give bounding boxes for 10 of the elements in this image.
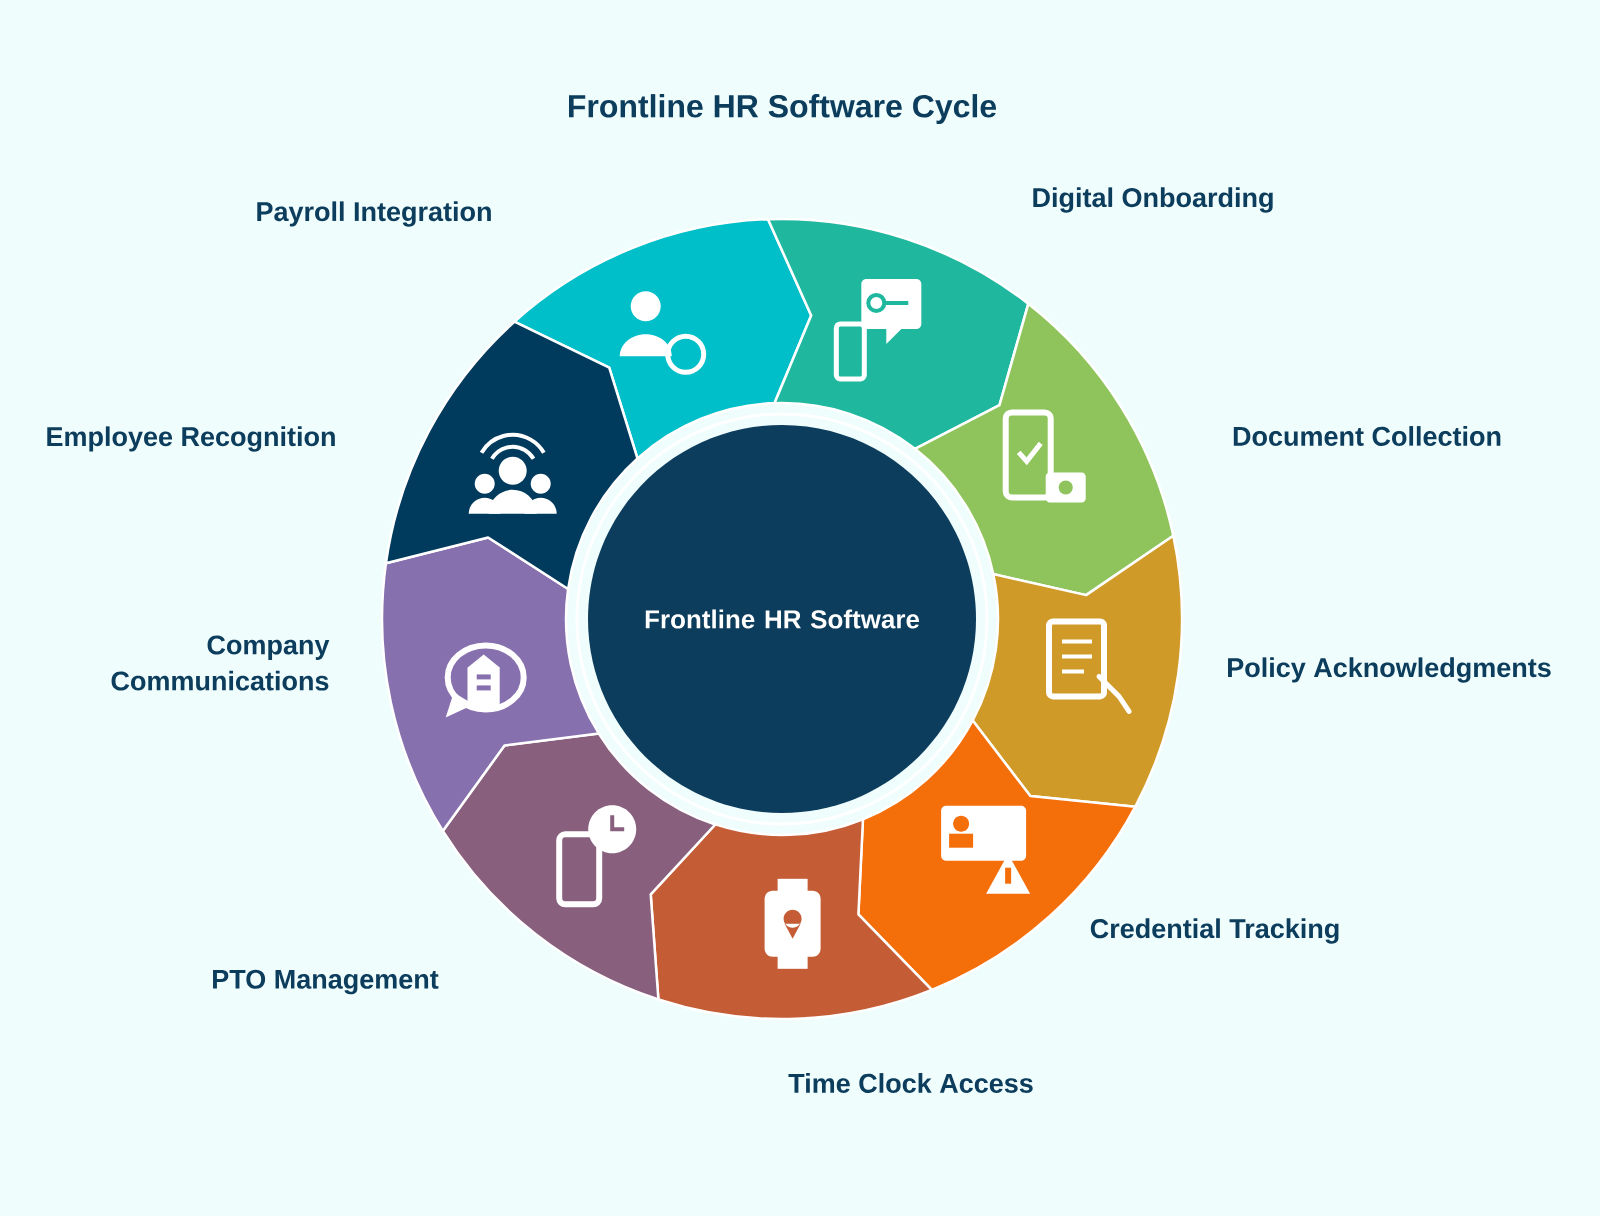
segment-label: Digital Onboarding <box>1033 187 1273 213</box>
title: Frontline HR Software Cycle <box>569 94 997 124</box>
segment-label: Employee Recognition <box>47 426 335 452</box>
segment-label: Document Collection <box>1233 426 1501 446</box>
segment-label: Time Clock Access <box>788 1073 1033 1093</box>
segment-label: Company Communications <box>111 635 330 691</box>
segment-label: PTO Management <box>213 969 439 995</box>
segment-label: Payroll Integration <box>257 201 491 227</box>
segment-label: Policy Acknowledgments <box>1228 657 1551 683</box>
segment-label: Credential Tracking <box>1090 918 1339 944</box>
